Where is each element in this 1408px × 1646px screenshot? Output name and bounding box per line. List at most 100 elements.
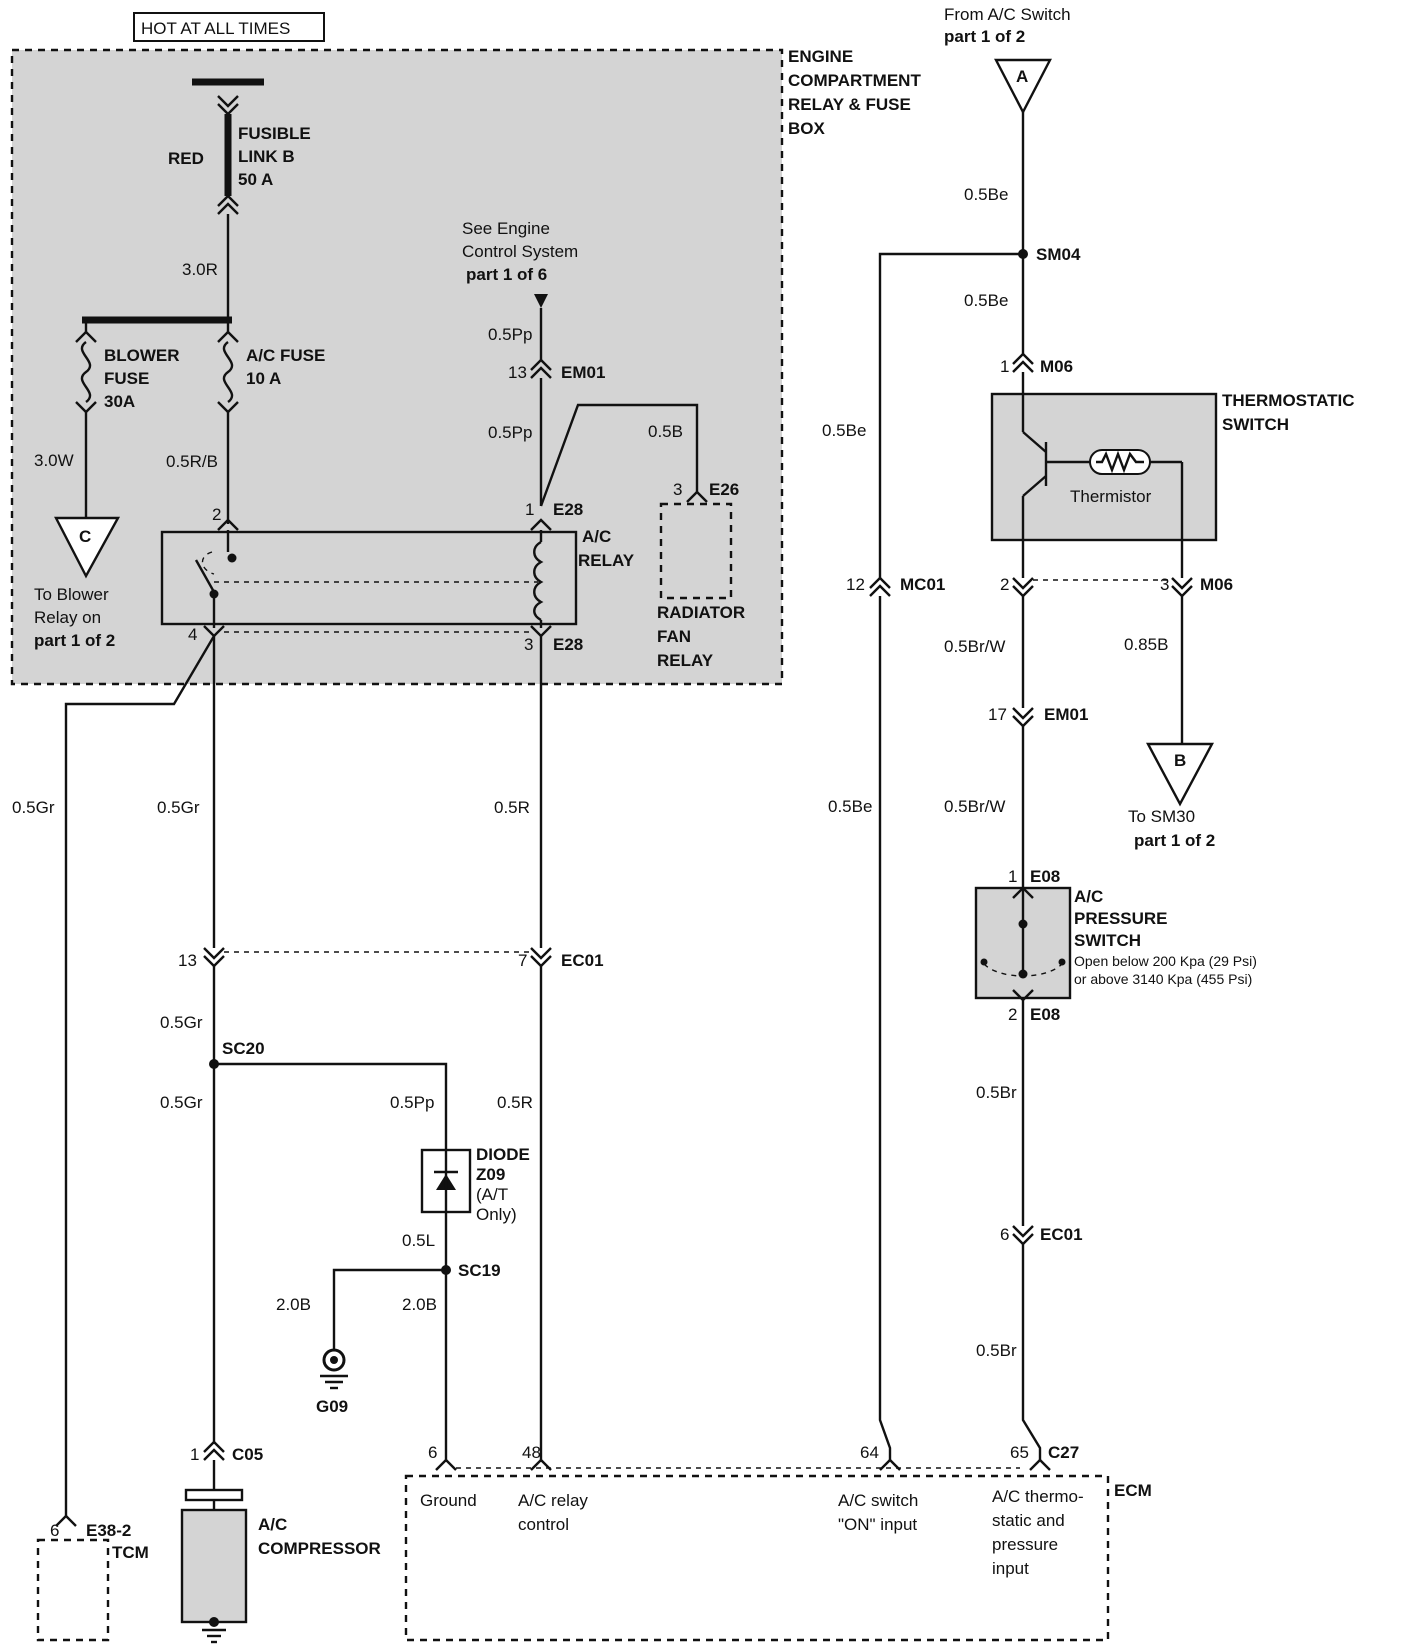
ecm-thermo-input-2: static and: [992, 1511, 1065, 1530]
compressor-label-2: COMPRESSOR: [258, 1539, 381, 1558]
relay-contact-top: [227, 553, 237, 563]
connector-b-triangle: [1146, 742, 1214, 807]
wire-label-0-5l: 0.5L: [402, 1231, 435, 1250]
pressure-switch-contact-top: [1018, 919, 1028, 929]
pin-1-c05: 1: [190, 1445, 199, 1464]
thermo-transistor-collector: [1022, 431, 1047, 453]
fusible-link-color: RED: [168, 149, 204, 168]
wire-label-3-0w: 3.0W: [34, 451, 74, 470]
pin-6-e38: 6: [50, 1521, 59, 1540]
connector-c-note-3: part 1 of 2: [34, 631, 115, 650]
wire-label-0-5gr-b: 0.5Gr: [157, 798, 200, 817]
engine-control-arrow: [534, 294, 548, 308]
conn-ec01-b: EC01: [1040, 1225, 1083, 1244]
wire-label-0-5be-a: 0.5Be: [964, 185, 1008, 204]
tcm-box: [36, 1538, 110, 1642]
engine-box-title-2: COMPARTMENT: [788, 71, 921, 90]
ecm-relay-control-1: A/C relay: [518, 1491, 588, 1510]
wire-label-0-5pp-c: 0.5Pp: [390, 1093, 434, 1112]
ec01-chevron-13: [203, 947, 225, 968]
ecm-pin48-chevron: [530, 1458, 552, 1471]
ec01-chevron-6: [1012, 1225, 1034, 1246]
blower-fuse-label-1: BLOWER: [104, 346, 180, 365]
relay-switch-arc: [201, 551, 215, 575]
m06-bottom-chevron-3: [1171, 577, 1193, 598]
conn-em01-b: EM01: [1044, 705, 1088, 724]
pin-64: 64: [860, 1443, 879, 1462]
radiator-fan-relay-label-3: RELAY: [657, 651, 714, 670]
e26-chevron: [686, 490, 708, 503]
wire-label-2-0b-b: 2.0B: [402, 1295, 437, 1314]
wire-label-0-5pp-b: 0.5Pp: [488, 423, 532, 442]
wire-label-0-5be-c: 0.5Be: [822, 421, 866, 440]
pin-65: 65: [1010, 1443, 1029, 1462]
wire-label-0-5be-b: 0.5Be: [964, 291, 1008, 310]
conn-c05: C05: [232, 1445, 263, 1464]
diode-label-2: Z09: [476, 1165, 505, 1184]
wire-0-5pp-diode: [214, 1062, 448, 1156]
compressor-clutch: [184, 1488, 244, 1502]
wire-0-5b: [539, 403, 699, 507]
conn-e28-b: E28: [553, 635, 583, 654]
pin-2-relay: 2: [212, 505, 221, 524]
wire-label-0-5brw-b: 0.5Br/W: [944, 797, 1005, 816]
engine-control-note-1: See Engine: [462, 219, 550, 238]
connector-c-letter: C: [79, 527, 91, 546]
wire-label-0-5gr-a: 0.5Gr: [12, 798, 55, 817]
ecm-thermo-input-3: pressure: [992, 1535, 1058, 1554]
wire-label-0-5br-b: 0.5Br: [976, 1341, 1017, 1360]
radiator-fan-relay-label-2: FAN: [657, 627, 691, 646]
engine-control-note-2: Control System: [462, 242, 578, 261]
ec01-chevron-7: [530, 947, 552, 968]
blower-fuse-top-chevron: [75, 330, 97, 343]
conn-e26: E26: [709, 480, 739, 499]
blower-fuse-element: [80, 341, 92, 403]
pressure-switch-label-3: SWITCH: [1074, 931, 1141, 950]
wire-0-5be-ecm: [878, 596, 892, 1460]
connector-b-note-2: part 1 of 2: [1134, 831, 1215, 850]
ecm-title: ECM: [1114, 1481, 1152, 1500]
wire-label-0-5gr-d: 0.5Gr: [160, 1093, 203, 1112]
ac-fuse-top-chevron: [217, 330, 239, 343]
radiator-fan-relay-box: [659, 502, 733, 600]
conn-ec01-a: EC01: [561, 951, 604, 970]
wire-label-0-5br-a: 0.5Br: [976, 1083, 1017, 1102]
relay-coil: [533, 540, 544, 622]
pin-6-ec01: 6: [1000, 1225, 1009, 1244]
ac-fuse-label-1: A/C FUSE: [246, 346, 325, 365]
diode-label-1: DIODE: [476, 1145, 530, 1164]
pressure-switch-arc: [983, 963, 1063, 977]
m06-top-chevron: [1012, 352, 1034, 373]
pin-1-e08: 1: [1008, 867, 1017, 886]
blower-fuse-label-2: FUSE: [104, 369, 149, 388]
pin-17-em01: 17: [988, 705, 1007, 724]
wire-0-5gr-tcm: [64, 635, 216, 1516]
ac-relay-box: [160, 530, 578, 626]
conn-sc20: SC20: [222, 1039, 265, 1058]
thermo-transistor-emitter: [1022, 475, 1047, 497]
ac-relay-label-1: A/C: [582, 527, 611, 546]
diode-note-1: (A/T: [476, 1185, 508, 1204]
ac-fuse-label-2: 10 A: [246, 369, 281, 388]
wire-label-3-0r: 3.0R: [182, 260, 218, 279]
em01-chevron: [530, 358, 552, 379]
radiator-fan-relay-label-1: RADIATOR: [657, 603, 745, 622]
conn-m06-b: M06: [1200, 575, 1233, 594]
relay-switch-blade: [194, 559, 216, 593]
relay-pin2-chevron: [217, 518, 239, 531]
conn-m06-a: M06: [1040, 357, 1073, 376]
conn-e08-b: E08: [1030, 1005, 1060, 1024]
thermostatic-switch-label-2: SWITCH: [1222, 415, 1289, 434]
pin-6-ecm: 6: [428, 1443, 437, 1462]
pressure-switch-label-1: A/C: [1074, 887, 1103, 906]
m06-bottom-chevron-2: [1012, 577, 1034, 598]
wire-2-0b-ground: [332, 1268, 446, 1350]
ground-g09-center: [330, 1356, 338, 1364]
conn-em01-a: EM01: [561, 363, 605, 382]
pin-3-m06: 3: [1160, 575, 1169, 594]
pressure-switch-left-dot: [980, 958, 988, 966]
wire-label-2-0b-a: 2.0B: [276, 1295, 311, 1314]
compressor-label-1: A/C: [258, 1515, 287, 1534]
ecm-switch-input-2: "ON" input: [838, 1515, 917, 1534]
pin-2-m06: 2: [1000, 575, 1009, 594]
